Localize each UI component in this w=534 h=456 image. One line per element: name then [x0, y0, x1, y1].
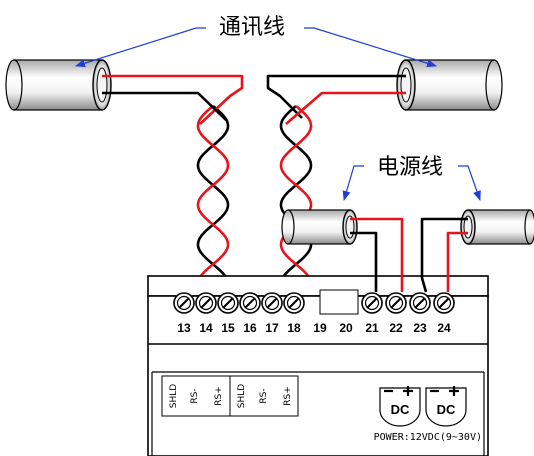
- port-label: SHLD: [169, 384, 179, 408]
- power-spec-label: POWER:12VDC(9~30V): [374, 432, 482, 443]
- terminal-number: 20: [339, 321, 353, 335]
- terminal-number: 19: [313, 321, 327, 335]
- arrow-comm-left: [75, 27, 206, 68]
- terminal-screw: [385, 292, 407, 314]
- arrow-comm-right: [304, 27, 437, 68]
- terminal-screw: [239, 292, 261, 314]
- comm-cable-right: [396, 59, 503, 111]
- comm-wire-ends: [102, 74, 406, 125]
- port-label: RS-: [190, 388, 200, 403]
- arrow-power-left: [342, 165, 364, 201]
- terminal-screw: [173, 292, 195, 314]
- terminal-screw: [195, 292, 217, 314]
- dc-label-right: DC: [437, 402, 456, 417]
- terminal-number: 21: [365, 321, 379, 335]
- port-label: RS-: [259, 388, 269, 403]
- terminal-numbers: 13 14 15 16 17 18 19 20 21 22 23 24: [177, 321, 451, 335]
- terminal-number: 17: [265, 321, 279, 335]
- twisted-wire-right-red: [279, 105, 313, 285]
- dc-symbol-right: DC: [425, 386, 467, 427]
- port-labels: SHLD RS- RS+ SHLD RS- RS+: [169, 384, 293, 408]
- terminal-number: 14: [199, 321, 213, 335]
- port-label: RS+: [283, 386, 293, 406]
- terminal-screws: [173, 292, 455, 314]
- comm-cable-annotation: 通讯线: [75, 15, 437, 68]
- dc-symbol-left: DC: [379, 386, 421, 427]
- terminal-screw: [409, 292, 431, 314]
- twisted-wire-right-black: [279, 105, 313, 285]
- power-wires: [350, 217, 468, 293]
- comm-cable-left: [5, 59, 112, 111]
- twisted-wire-left-black: [196, 105, 230, 285]
- terminal-number: 16: [243, 321, 257, 335]
- port-label: RS+: [214, 386, 224, 406]
- terminal-screw: [283, 292, 305, 314]
- comm-cable-label: 通讯线: [219, 15, 285, 40]
- terminal-screw: [361, 292, 383, 314]
- terminal-number: 13: [177, 321, 191, 335]
- power-cable-label: 电源线: [377, 155, 443, 180]
- arrow-power-right: [458, 165, 481, 201]
- dc-label-left: DC: [391, 402, 410, 417]
- port-label: SHLD: [237, 384, 247, 408]
- terminal-number: 22: [389, 321, 403, 335]
- power-cable-annotation: 电源线: [342, 155, 481, 201]
- terminal-number: 24: [437, 321, 451, 335]
- terminal-screw: [217, 292, 239, 314]
- terminal-number: 23: [413, 321, 427, 335]
- power-cable-right: [460, 209, 534, 245]
- terminal-number: 18: [287, 321, 301, 335]
- terminal-number: 15: [221, 321, 235, 335]
- twisted-pair-wires: [196, 105, 313, 285]
- twisted-wire-left-red: [196, 105, 230, 285]
- terminal-screw: [261, 292, 283, 314]
- terminal-screw: [433, 292, 455, 314]
- power-cable-left: [281, 209, 358, 245]
